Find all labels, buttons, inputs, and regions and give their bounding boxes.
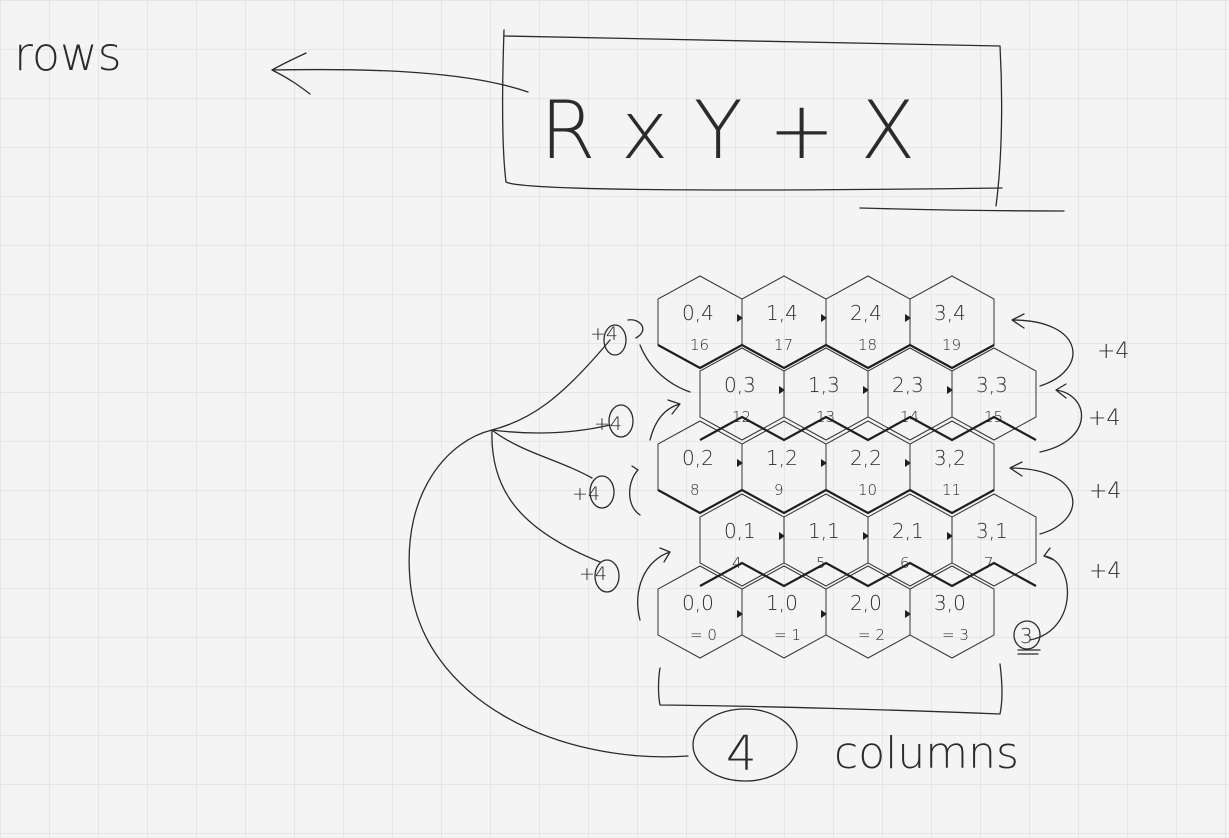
step-label-left-3: +4 (572, 483, 600, 505)
hex-coord-label: 3,0 (934, 591, 966, 615)
rows-label: rows (14, 27, 122, 81)
hex-index-label: 17 (774, 336, 793, 354)
hex-coord-label: 2,1 (892, 519, 924, 543)
hex-cell: 0,28 (657, 420, 743, 514)
traversal-arrowhead (947, 386, 953, 394)
hex-index-label: = 0 (690, 626, 717, 644)
traversal-arrowhead (905, 314, 911, 322)
columns-count-circle (692, 708, 798, 782)
count-label-3: 3 (1020, 624, 1033, 648)
traversal-arrowhead (863, 386, 869, 394)
traversal-arrowhead (863, 532, 869, 540)
hex-coord-label: 1,2 (766, 446, 798, 470)
hex-cell: 2,16 (867, 493, 953, 587)
right-step-annotations: +4 +4 +4 +4 3 (1009, 313, 1129, 655)
columns-label: columns (834, 728, 1019, 779)
hex-outline (909, 565, 995, 659)
traversal-arrowhead (905, 459, 911, 467)
hex-cell: 0,0 = 0 (657, 565, 743, 659)
hex-index-label: 6 (900, 554, 910, 572)
step-label-right-2: +4 (1088, 406, 1120, 431)
hex-coord-label: 2,2 (850, 446, 882, 470)
hex-cell: 3,0 = 3 (909, 565, 995, 659)
hex-cell: 1,15 (783, 493, 869, 587)
hex-outline (951, 347, 1037, 441)
traversal-arrowhead (905, 610, 911, 618)
hex-coord-label: 0,2 (682, 446, 714, 470)
hex-coord-label: 2,0 (850, 591, 882, 615)
hex-coord-label: 2,3 (892, 373, 924, 397)
step-label-right-1: +4 (1097, 339, 1129, 364)
step-label-left-1: +4 (590, 323, 618, 345)
hex-grid: 0,0= 01,0= 12,0= 23,0= 30,141,152,163,17… (657, 275, 1037, 659)
count-circle-3 (1013, 620, 1041, 650)
hex-index-label: 5 (816, 554, 826, 572)
hex-index-label: = 3 (942, 626, 969, 644)
left-step-annotations: +4 +4 +4 +4 (572, 319, 691, 621)
hex-cell: 3,4 19 (909, 275, 995, 369)
hex-cell: 3,17 (951, 493, 1037, 587)
hex-cell: 1,29 (741, 420, 827, 514)
traversal-arrowhead (821, 314, 827, 322)
hex-cell: 2,314 (867, 347, 953, 441)
step-label-left-2: +4 (594, 413, 622, 435)
hex-coord-label: 0,3 (724, 373, 756, 397)
hex-index-label: 16 (690, 336, 709, 354)
hex-index-label: 9 (774, 481, 784, 499)
hex-cell: 2,0 = 2 (825, 565, 911, 659)
formula-text: R x Y + X (540, 84, 915, 177)
hex-index-label: 4 (732, 554, 742, 572)
formula-box: R x Y + X (502, 29, 1065, 212)
hex-coord-label: 1,3 (808, 373, 840, 397)
hex-cell: 1,4 17 (741, 275, 827, 369)
hex-cell: 2,4 18 (825, 275, 911, 369)
hex-coord-label: 3,3 (976, 373, 1008, 397)
hex-cell: 3,2 11 (909, 420, 995, 514)
traversal-arrowhead (737, 314, 743, 322)
hex-index-label: 10 (858, 481, 877, 499)
hex-coord-label: 0,4 (682, 301, 714, 325)
hex-coord-label: 2,4 (850, 301, 882, 325)
hex-coord-label: 1,0 (766, 591, 798, 615)
traversal-arrowhead (821, 610, 827, 618)
step-label-left-4: +4 (579, 563, 607, 585)
traversal-arrowhead (737, 459, 743, 467)
hex-index-label: = 1 (774, 626, 801, 644)
columns-link-curve (408, 339, 689, 758)
hex-cell: 1,0 = 1 (741, 565, 827, 659)
hex-coord-label: 1,4 (766, 301, 798, 325)
hex-cell: 0,4 16 (657, 275, 743, 369)
columns-annotation: 4 columns (408, 339, 1019, 782)
hex-coord-label: 3,2 (934, 446, 966, 470)
hex-coord-label: 3,4 (934, 301, 966, 325)
hex-index-label: 19 (942, 336, 961, 354)
step-label-right-3: +4 (1089, 479, 1121, 504)
hex-index-label: 11 (942, 481, 961, 499)
hex-outline (951, 493, 1037, 587)
hex-coord-label: 0,0 (682, 591, 714, 615)
hex-coord-label: 0,1 (724, 519, 756, 543)
traversal-arrowhead (779, 532, 785, 540)
hex-index-label: 7 (984, 554, 994, 572)
traversal-arrowhead (737, 610, 743, 618)
hex-cell: 1,313 (783, 347, 869, 441)
hex-coord-label: 3,1 (976, 519, 1008, 543)
hex-coord-label: 1,1 (808, 519, 840, 543)
columns-count: 4 (726, 726, 757, 782)
step-label-right-4: +4 (1089, 559, 1121, 584)
hex-index-label: 18 (858, 336, 877, 354)
traversal-arrowhead (779, 386, 785, 394)
hex-index-label: = 2 (858, 626, 885, 644)
traversal-arrowhead (947, 532, 953, 540)
hex-cell: 2,2 10 (825, 420, 911, 514)
row-separator-lines (657, 343, 1037, 588)
hex-cell: 0,14 (699, 493, 785, 587)
hex-index-label: 8 (690, 481, 700, 499)
rows-arrow (271, 52, 529, 95)
traversal-arrowhead (821, 459, 827, 467)
